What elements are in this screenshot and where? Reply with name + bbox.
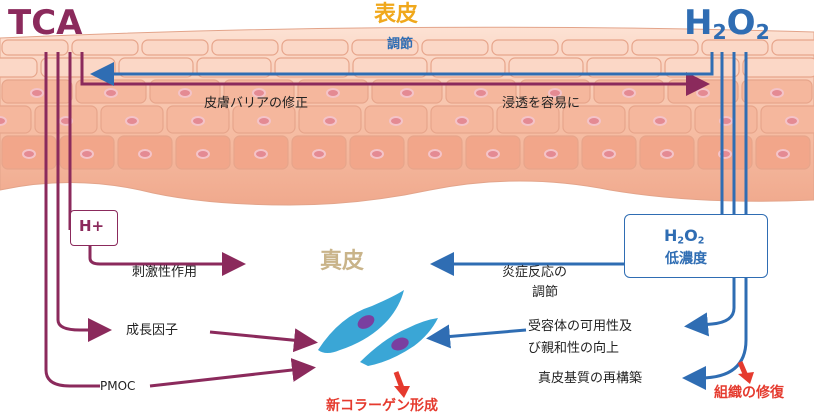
cell-nucleus — [196, 149, 210, 159]
skin-cell — [0, 57, 38, 78]
penetration-label: 浸透を容易に — [502, 96, 581, 111]
cell-nucleus — [0, 116, 7, 126]
hplus-box — [70, 210, 118, 246]
skin-cell — [351, 39, 419, 56]
inflammation-label-1: 炎症反応の — [502, 265, 568, 280]
regulation-label: 調節 — [387, 37, 414, 52]
skin-cell — [430, 57, 506, 78]
skin-cell — [211, 39, 279, 56]
skin-cell — [281, 39, 349, 56]
skin-cell — [352, 57, 428, 78]
new-collagen-label: 新コラーゲン形成 — [326, 398, 438, 414]
cell-nucleus — [785, 116, 799, 126]
cell-nucleus — [653, 116, 667, 126]
cell-nucleus — [252, 88, 266, 98]
barrier-label: 皮膚バリアの修正 — [204, 96, 309, 111]
low-concentration-label: 低濃度 — [665, 251, 707, 267]
cell-nucleus — [257, 116, 271, 126]
skin-cell — [586, 57, 662, 78]
cell-nucleus — [544, 149, 558, 159]
skin-cell — [0, 105, 32, 134]
skin-cell — [118, 57, 194, 78]
cell-nucleus — [696, 88, 710, 98]
cell-nucleus — [30, 88, 44, 98]
cell-nucleus — [660, 149, 674, 159]
receptor-label-1: 受容体の可用性及 — [528, 319, 633, 334]
skin-cell — [274, 57, 350, 78]
skin-cell — [71, 39, 139, 56]
inflammation-label-2: 調節 — [532, 285, 559, 300]
cell-nuclei — [0, 88, 799, 159]
fibroblast-cells — [318, 290, 438, 366]
tca-title: TCA — [8, 3, 83, 43]
irritation-label: 刺激性作用 — [132, 265, 198, 280]
skin-cell — [742, 57, 814, 78]
cell-nucleus — [474, 88, 488, 98]
skin-cell — [421, 39, 489, 56]
receptor-label-2: び親和性の向上 — [528, 341, 620, 356]
h2o2-low-conc-box — [624, 214, 768, 278]
collagen-arrow-head — [394, 386, 410, 398]
cell-nucleus — [125, 116, 139, 126]
dermis-label: 真皮 — [320, 249, 365, 274]
cell-nucleus — [326, 88, 340, 98]
cell-nucleus — [178, 88, 192, 98]
cell-nucleus — [521, 116, 535, 126]
tissue-repair-label: 組織の修復 — [714, 385, 784, 401]
cell-nucleus — [770, 88, 784, 98]
hplus-label: H+ — [79, 217, 105, 235]
cell-nucleus — [254, 149, 268, 159]
cell-nucleus — [370, 149, 384, 159]
skin-cell — [196, 57, 272, 78]
cell-nucleus — [191, 116, 205, 126]
cell-nucleus — [548, 88, 562, 98]
skin-cell — [1, 39, 69, 56]
cell-nucleus — [587, 116, 601, 126]
h2o2-pathways — [90, 52, 748, 390]
skin-cell — [491, 39, 559, 56]
cell-nucleus — [776, 149, 790, 159]
growth-factor-label: 成長因子 — [126, 323, 179, 338]
h2o2-box-label: H2O2 — [664, 226, 705, 247]
matrix-label: 真皮基質の再構築 — [538, 371, 643, 386]
cell-nucleus — [428, 149, 442, 159]
cell-nucleus — [400, 88, 414, 98]
pmoc-label: PMOC — [100, 379, 136, 393]
repair-arrow-head — [738, 372, 754, 384]
skin-cell — [141, 39, 209, 56]
epidermis-label: 表皮 — [374, 2, 419, 27]
cell-nucleus — [602, 149, 616, 159]
skin-cell — [771, 39, 814, 56]
h2o2-title: H2O2 — [684, 3, 770, 45]
cell-nucleus — [22, 149, 36, 159]
cell-nucleus — [622, 88, 636, 98]
cell-nucleus — [486, 149, 500, 159]
tca-pathways — [44, 52, 710, 388]
skin-cell — [631, 39, 699, 56]
skin-cell — [561, 39, 629, 56]
cell-nucleus — [80, 149, 94, 159]
cell-nucleus — [104, 88, 118, 98]
cell-nucleus — [389, 116, 403, 126]
cell-nucleus — [138, 149, 152, 159]
cell-nucleus — [312, 149, 326, 159]
cell-nucleus — [455, 116, 469, 126]
skin-cell — [508, 57, 584, 78]
cell-nucleus — [323, 116, 337, 126]
